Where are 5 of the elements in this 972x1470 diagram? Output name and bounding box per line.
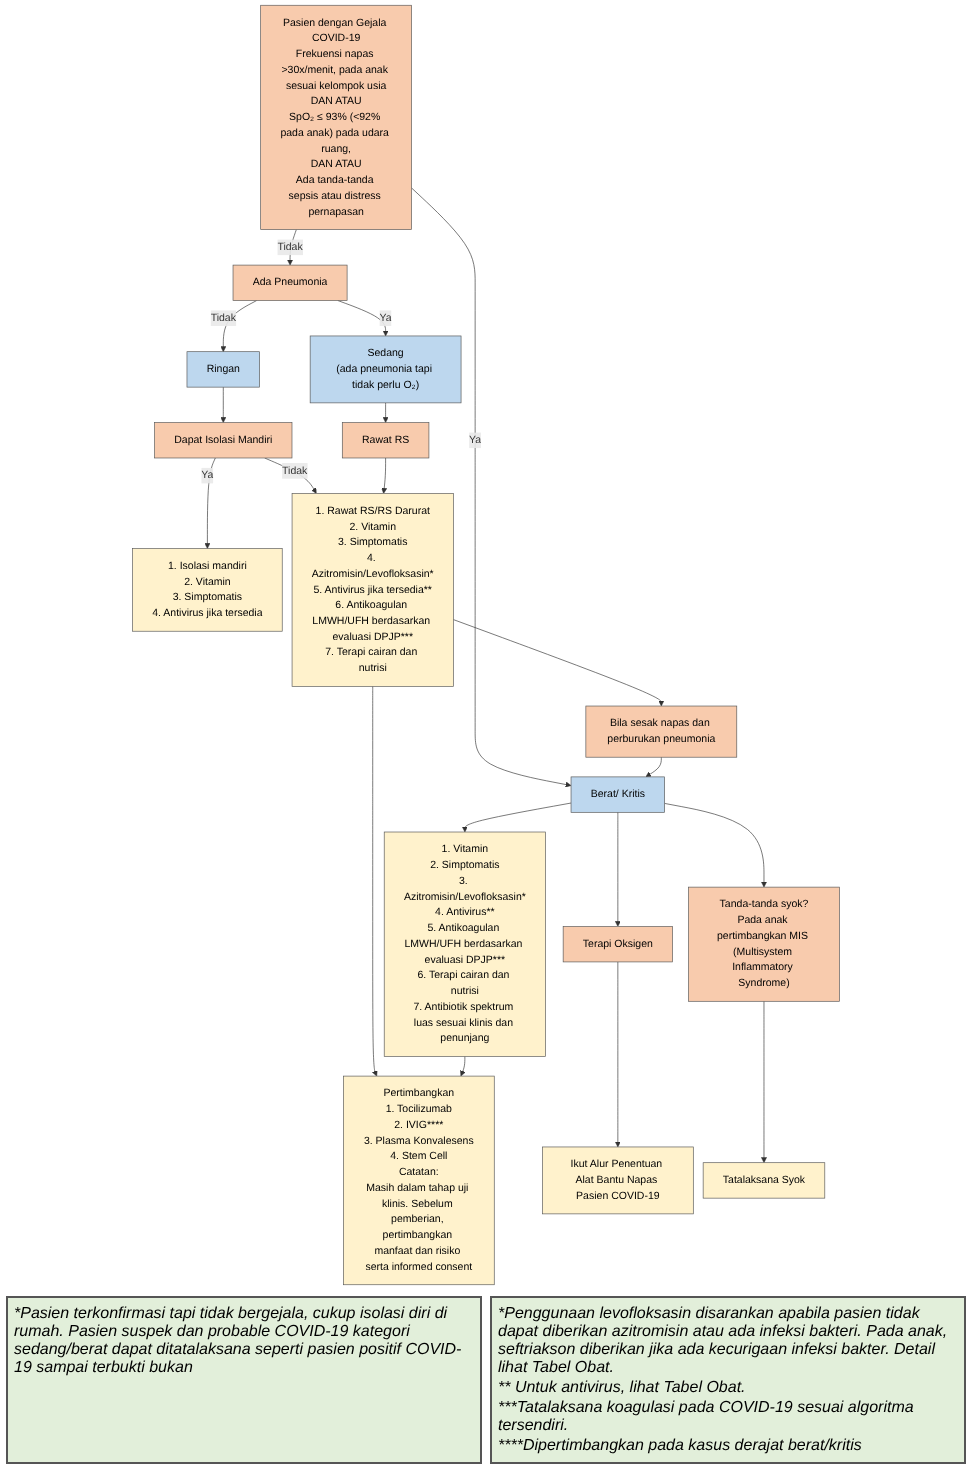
footnote-text: ****Dipertimbangkan pada kasus derajat berat/kritis: [498, 1436, 864, 1454]
footnote-text: *Penggunaan levofloksasin disarankan apabila pasien tidak dapat diberikan azitromisin atau ada infeksi bakteri. Pada anak, seftriakson diberikan jika ada kecurigaan infeksi bakter. Detail lihat Tabel Obat.: [498, 1304, 950, 1376]
footnote-text: ***Tatalaksana koagulasi pada COVID-19 sesuai algoritma tersendiri.: [498, 1398, 916, 1434]
footnote-text: ** Untuk antivirus, lihat Tabel Obat.: [498, 1378, 748, 1396]
note-text: *Pasien terkonfirmasi tapi tidak bergejala, cukup isolasi diri di rumah. Pasien suspek dan probable COVID-19 kategori sedang/berat dapat ditatalaksana seperti pasien positif COVID-19 sampai terbukti bukan: [14, 1304, 464, 1376]
